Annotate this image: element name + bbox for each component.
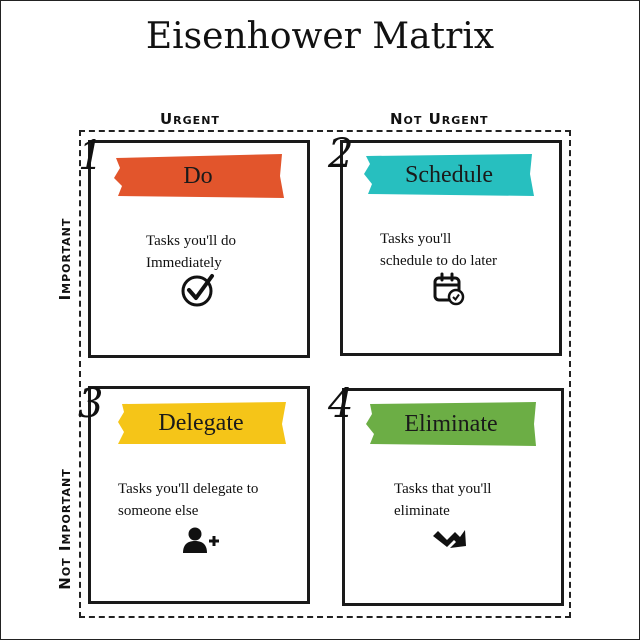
calendar-check-icon bbox=[433, 272, 465, 306]
quadrant-delegate-description: Tasks you'll delegate to someone else bbox=[118, 478, 258, 522]
quadrant-schedule-description: Tasks you'll schedule to do later bbox=[380, 228, 497, 272]
quadrant-do-description: Tasks you'll do Immediately bbox=[146, 230, 236, 274]
quadrant-eliminate-description: Tasks that you'll eliminate bbox=[394, 478, 491, 522]
column-label-not-urgent: Not Urgent bbox=[390, 110, 489, 128]
quadrant-number-3: 3 bbox=[78, 381, 104, 427]
banner-schedule-shape bbox=[364, 154, 534, 196]
description-line: Tasks that you'll bbox=[394, 481, 492, 497]
banner-schedule-label: Schedule bbox=[405, 161, 493, 188]
add-user-icon bbox=[183, 527, 219, 553]
trend-down-arrow-icon bbox=[433, 530, 466, 548]
description-line: schedule to do later bbox=[380, 253, 498, 269]
description-line: eliminate bbox=[394, 503, 450, 519]
description-line: Tasks you'll bbox=[380, 231, 452, 247]
description-line: someone else bbox=[118, 503, 199, 519]
banner-eliminate-shape bbox=[366, 402, 536, 446]
row-label-not-important: Not Important bbox=[56, 468, 74, 590]
banner-do-shape bbox=[114, 154, 284, 198]
banner-delegate-label: Delegate bbox=[158, 409, 244, 436]
banner-schedule-fill bbox=[364, 154, 534, 196]
description-line: Tasks you'll delegate to bbox=[118, 481, 259, 497]
row-label-important: Important bbox=[56, 217, 74, 301]
description-line: Immediately bbox=[146, 255, 222, 271]
quadrant-number-1: 1 bbox=[78, 133, 104, 179]
banner-eliminate-fill bbox=[366, 402, 536, 446]
quadrant-number-2: 2 bbox=[328, 131, 354, 177]
matrix-dashed-border bbox=[79, 130, 571, 618]
banner-do-fill bbox=[114, 154, 284, 198]
quadrant-number-4: 4 bbox=[328, 381, 354, 427]
banner-delegate-shape bbox=[118, 402, 286, 444]
banner-do-label: Do bbox=[183, 162, 213, 189]
column-label-urgent: Urgent bbox=[160, 110, 220, 128]
checkmark-circle-icon bbox=[181, 274, 214, 307]
banner-eliminate-label: Eliminate bbox=[404, 410, 498, 437]
banner-delegate-fill bbox=[118, 402, 286, 444]
page-title: Eisenhower Matrix bbox=[145, 16, 495, 57]
description-line: Tasks you'll do bbox=[146, 233, 236, 249]
